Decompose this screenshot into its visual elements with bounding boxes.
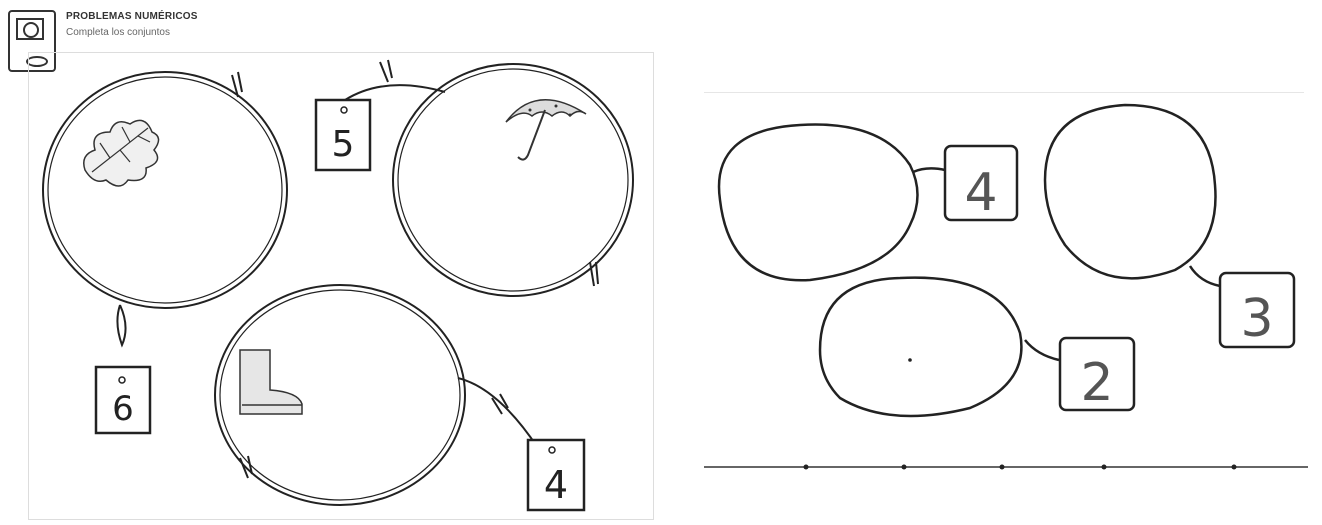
set-boot: 4	[215, 285, 584, 510]
oak-leaf-icon	[84, 120, 159, 186]
set-blob-2: 2	[820, 278, 1134, 416]
left-sets-drawing: 6 5	[0, 0, 680, 525]
set-blob-3: 3	[1045, 105, 1294, 349]
left-worksheet-page: PROBLEMAS NUMÉRICOS Completa los conjunt…	[0, 0, 680, 525]
right-worksheet-page: 4 3 2	[690, 0, 1322, 525]
boot-icon	[240, 350, 302, 414]
set-umbrella: 5	[316, 60, 633, 296]
umbrella-icon	[506, 100, 586, 160]
tag-number: 4	[964, 163, 997, 223]
tag-number: 5	[332, 124, 355, 165]
tag-number: 6	[112, 389, 134, 429]
tag-number: 4	[544, 463, 568, 507]
tag-number: 2	[1080, 353, 1113, 413]
tag-number: 3	[1240, 289, 1273, 349]
right-sets-drawing: 4 3 2	[690, 0, 1322, 525]
bottom-dotted-line	[704, 465, 1308, 470]
set-blob-4: 4	[719, 125, 1017, 281]
